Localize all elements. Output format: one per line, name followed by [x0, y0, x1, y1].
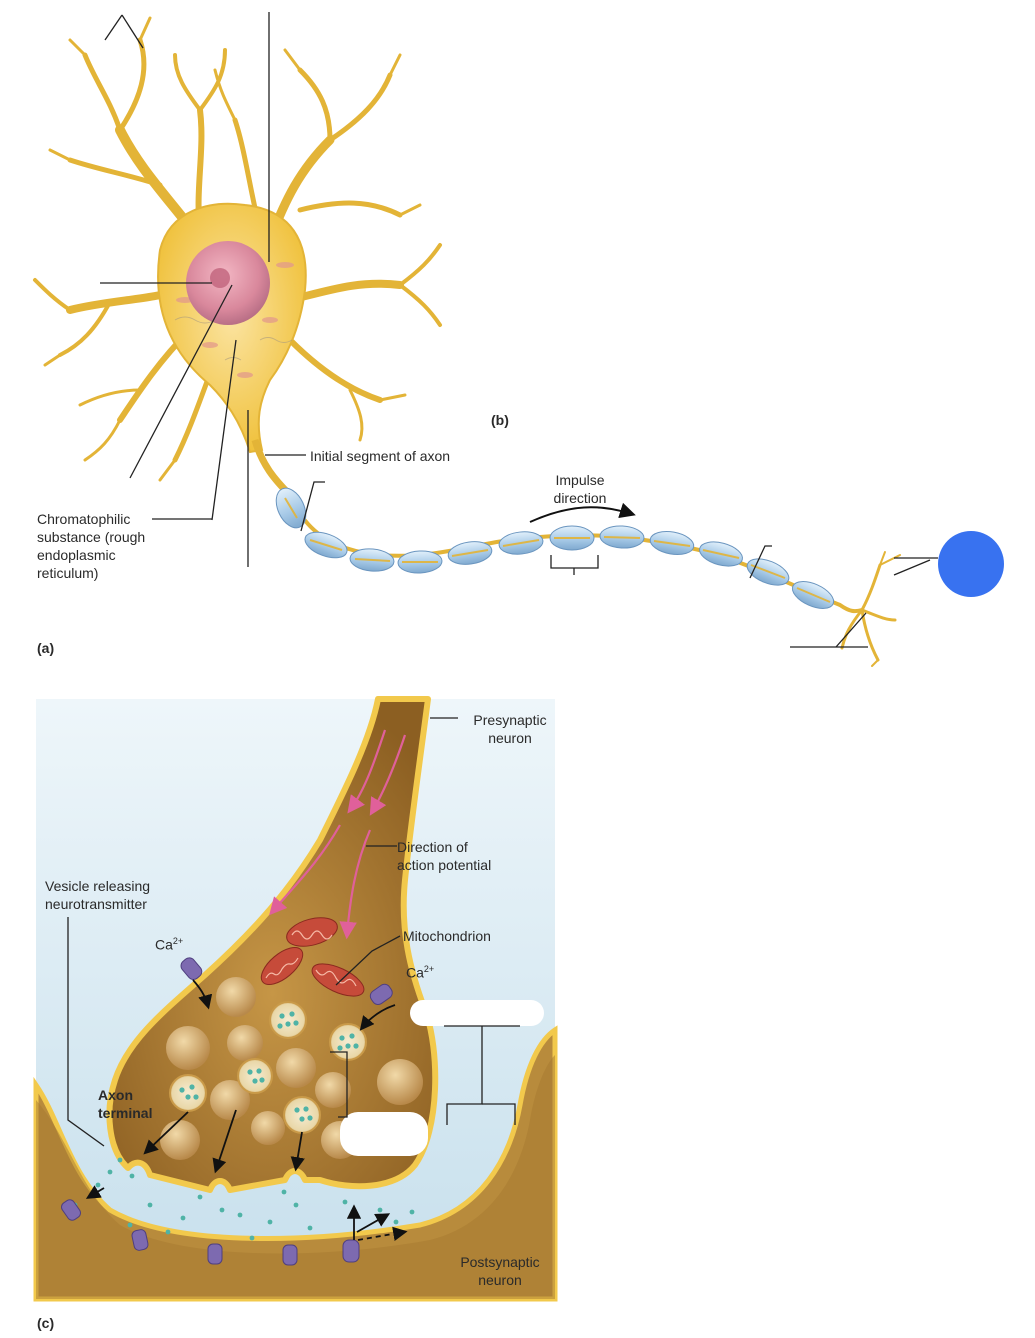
nucleolus	[210, 268, 230, 288]
marker-dot	[938, 531, 1004, 597]
synaptic-vesicles	[160, 977, 423, 1160]
impulse-direction-arrow	[529, 502, 636, 523]
receptor-proteins	[60, 1199, 360, 1266]
neurotransmitter-vesicles	[169, 1001, 367, 1134]
synapse-arrows	[85, 979, 408, 1241]
label-presynaptic-neuron: Presynaptic neuron	[473, 712, 547, 746]
label-postsynaptic-neuron: Postsynaptic neuron	[460, 1254, 540, 1288]
calcium-channels	[180, 957, 393, 1006]
label-impulse-direction: Impulse direction	[553, 472, 607, 506]
label-axon-terminal: Axon terminal	[98, 1087, 153, 1121]
mitochondria	[260, 917, 365, 997]
panel-label-a: (a)	[37, 640, 55, 656]
synapse-leader-lines	[67, 717, 520, 1147]
neuron-leader-lines	[100, 12, 938, 648]
label-vesicle-releasing: Vesicle releasing neurotransmitter	[45, 878, 151, 912]
neurotransmitter-molecules	[72, 1011, 415, 1241]
axon-initial-segment	[251, 439, 293, 498]
label-chromatophilic: Chromatophilic substance (rough endoplas…	[37, 511, 146, 581]
label-mitochondrion: Mitochondrion	[403, 928, 491, 944]
blank-label-box-1	[410, 1000, 544, 1026]
axon-terminal-branches	[838, 551, 901, 667]
action-potential-arrows	[269, 729, 407, 940]
label-calcium-left: Ca2+	[155, 936, 184, 953]
label-initial-segment: Initial segment of axon	[310, 448, 451, 464]
neuron-cell-body	[157, 202, 307, 454]
panel-label-b: (b)	[491, 412, 509, 428]
label-calcium-right: Ca2+	[406, 964, 435, 981]
panel-label-c: (c)	[37, 1315, 55, 1331]
blank-label-box-2	[340, 1112, 428, 1156]
label-direction-action-potential: Direction of action potential	[397, 839, 492, 873]
